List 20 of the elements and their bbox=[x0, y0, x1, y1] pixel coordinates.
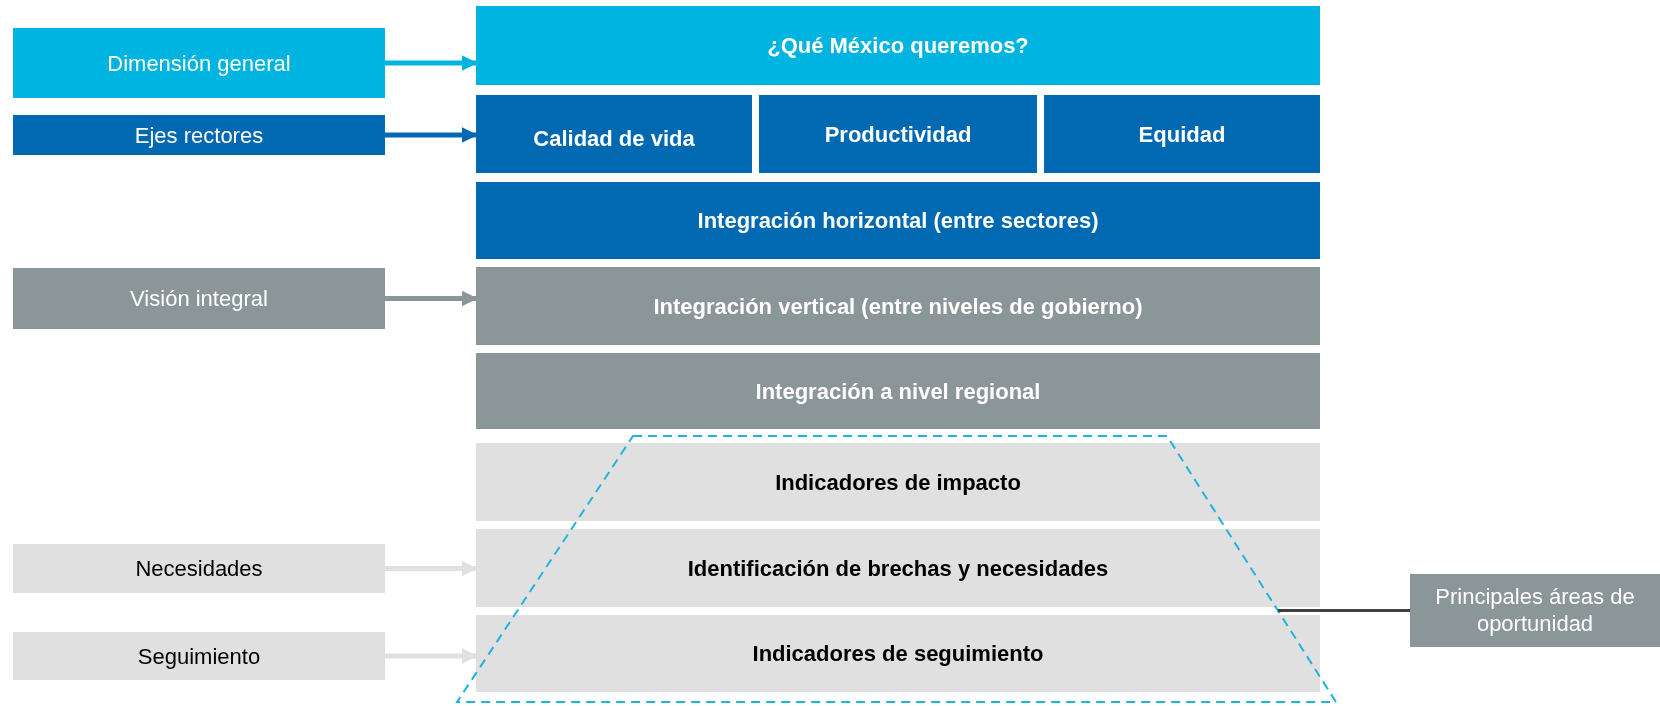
category-label-box: Necesidades bbox=[13, 544, 385, 593]
level-box: Integración horizontal (entre sectores) bbox=[476, 182, 1320, 259]
level-box: Integración vertical (entre niveles de gobierno) bbox=[476, 267, 1320, 345]
category-label-box: Seguimiento bbox=[13, 632, 385, 680]
axis-box: Equidad bbox=[1044, 95, 1320, 173]
category-label-box: Dimensión general bbox=[13, 28, 385, 98]
category-label-box: Visión integral bbox=[13, 268, 385, 329]
arrow bbox=[385, 560, 478, 577]
arrow bbox=[385, 648, 478, 664]
callout-box: Principales áreas de oportunidad bbox=[1410, 574, 1660, 647]
connector-line bbox=[1277, 609, 1410, 612]
arrow bbox=[385, 290, 478, 307]
axis-box: Calidad de vida bbox=[476, 95, 752, 173]
level-box: Integración a nivel regional bbox=[476, 353, 1320, 429]
arrow bbox=[385, 55, 478, 71]
dashed-trapezoid bbox=[455, 435, 1338, 703]
category-label-box: Ejes rectores bbox=[13, 115, 385, 155]
axis-box: Productividad bbox=[759, 95, 1037, 173]
arrow bbox=[385, 127, 478, 143]
level-box: ¿Qué México queremos? bbox=[476, 6, 1320, 85]
